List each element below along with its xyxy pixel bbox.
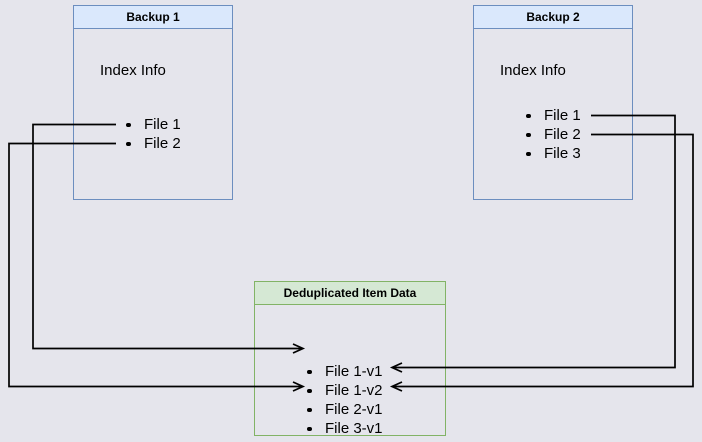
file-item: File 2-v1	[301, 400, 383, 419]
backup2-subtitle: Index Info	[500, 62, 566, 79]
file-item: File 2	[120, 134, 181, 153]
file-item: File 1	[120, 115, 181, 134]
backup2-box: Backup 2 Index Info File 1 File 2 File 3	[473, 5, 633, 200]
backup2-title: Backup 2	[474, 6, 632, 29]
dedup-file-list: File 1-v1 File 1-v2 File 2-v1 File 3-v1	[301, 362, 383, 438]
backup2-file-list: File 1 File 2 File 3	[520, 106, 581, 163]
file-item: File 3-v1	[301, 419, 383, 438]
dedup-body: File 1-v1 File 1-v2 File 2-v1 File 3-v1	[255, 305, 445, 438]
backup1-title: Backup 1	[74, 6, 232, 29]
backup1-box: Backup 1 Index Info File 1 File 2	[73, 5, 233, 200]
backup1-body: Index Info File 1 File 2	[74, 29, 232, 199]
dedup-title: Deduplicated Item Data	[255, 282, 445, 305]
file-item: File 3	[520, 144, 581, 163]
deduplicated-item-data-box: Deduplicated Item Data File 1-v1 File 1-…	[254, 281, 446, 438]
backup1-subtitle: Index Info	[100, 62, 166, 79]
file-item: File 1	[520, 106, 581, 125]
file-item: File 2	[520, 125, 581, 144]
backup1-file-list: File 1 File 2	[120, 115, 181, 153]
file-item: File 1-v1	[301, 362, 383, 381]
backup2-body: Index Info File 1 File 2 File 3	[474, 29, 632, 199]
file-item: File 1-v2	[301, 381, 383, 400]
